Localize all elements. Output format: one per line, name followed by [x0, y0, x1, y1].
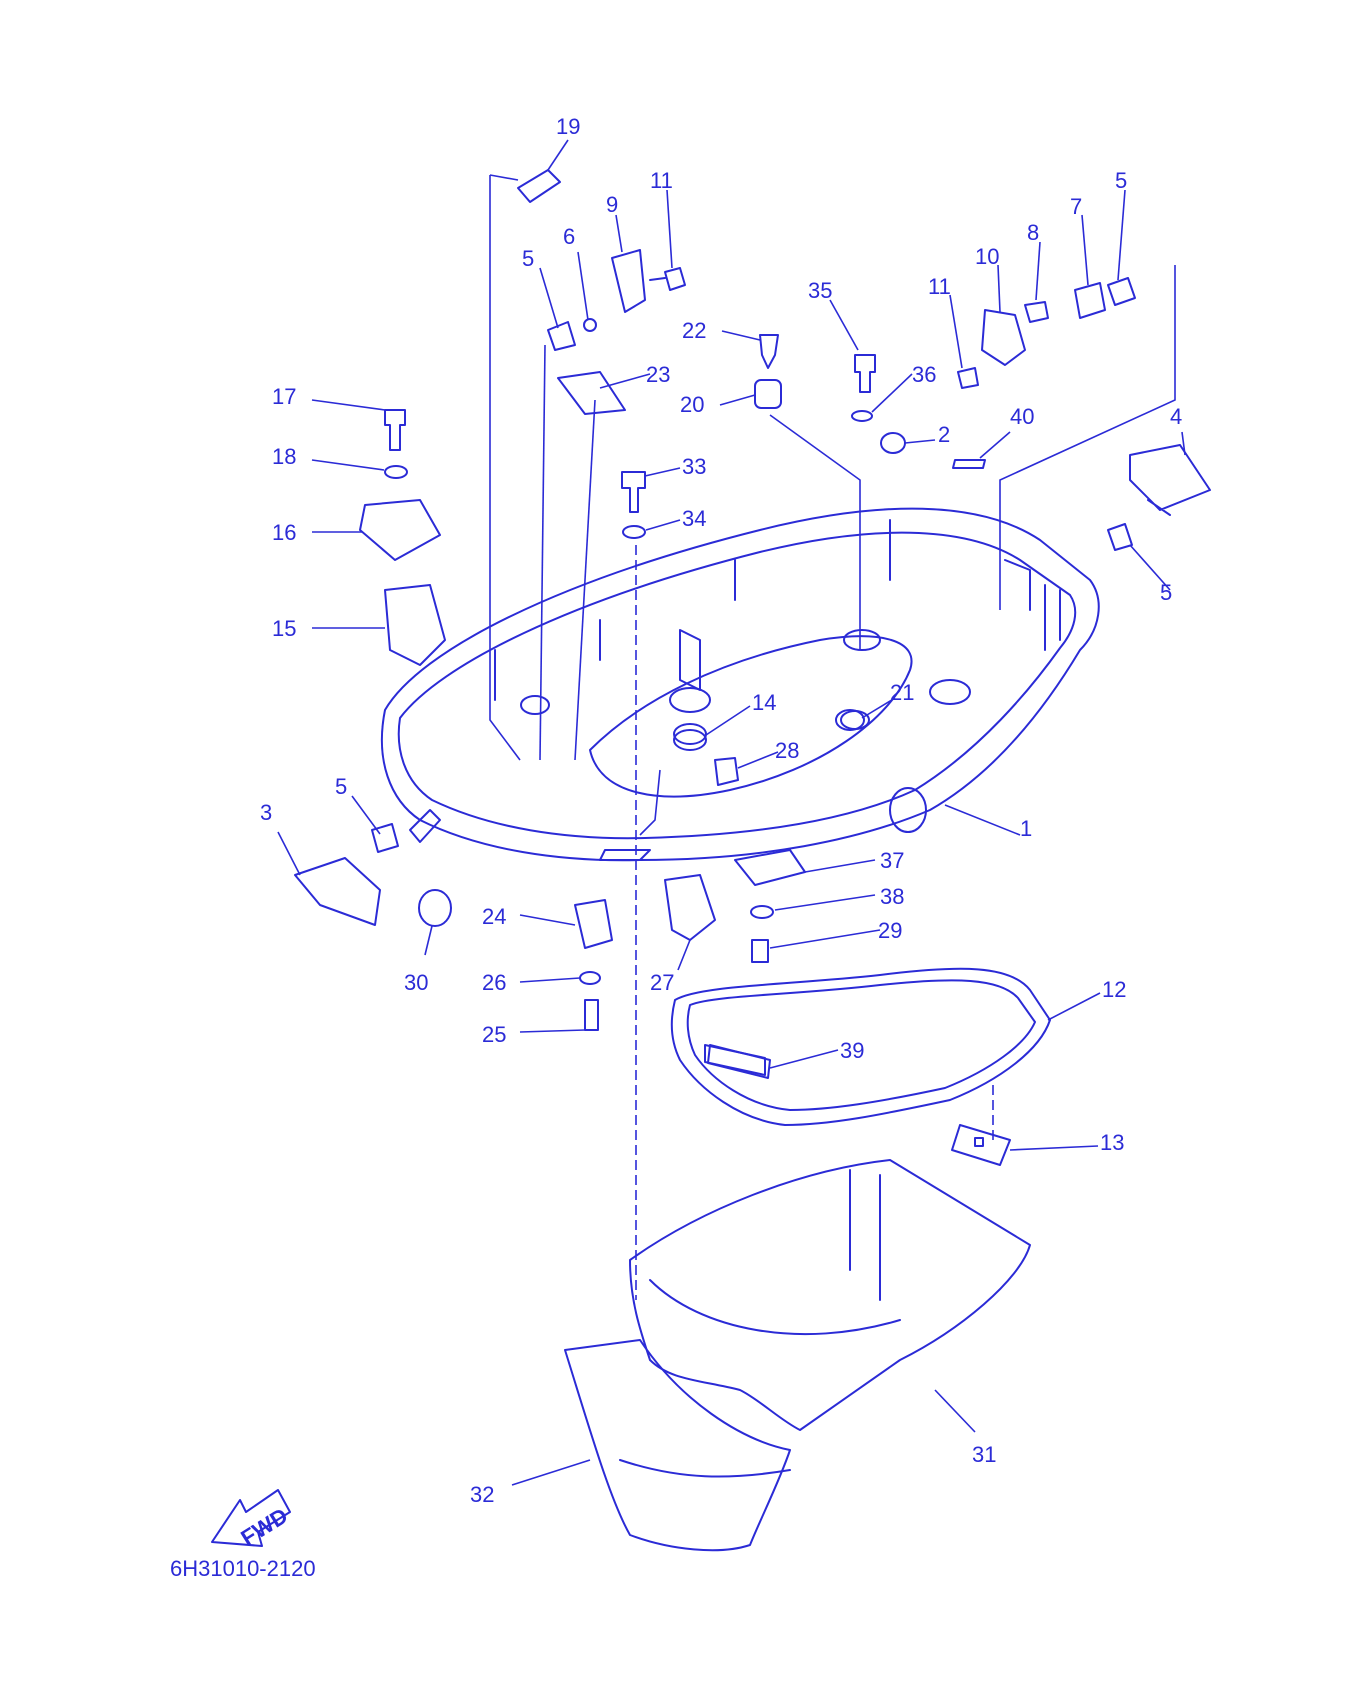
side-apron-32 — [564, 1339, 791, 1552]
callout-24: 24 — [482, 904, 506, 929]
callout-22: 22 — [682, 318, 706, 343]
callout-11a: 11 — [650, 168, 673, 193]
callout-13: 13 — [1100, 1130, 1124, 1155]
callout-19: 19 — [556, 114, 580, 139]
callout-5a: 5 — [1115, 168, 1127, 193]
callout-3: 3 — [260, 800, 272, 825]
callout-10: 10 — [975, 244, 999, 269]
callout-29: 29 — [878, 918, 902, 943]
callout-28: 28 — [775, 738, 799, 763]
bottom-cowling — [381, 507, 1100, 862]
callout-37: 37 — [880, 848, 904, 873]
callout-9: 9 — [606, 192, 618, 217]
clip-part-13 — [951, 1124, 1011, 1166]
callout-5b: 5 — [1160, 580, 1172, 605]
callout-38: 38 — [880, 884, 904, 909]
callout-5d: 5 — [335, 774, 347, 799]
callout-36: 36 — [912, 362, 936, 387]
callout-5c: 5 — [522, 246, 534, 271]
callout-7: 7 — [1070, 194, 1082, 219]
callout-16: 16 — [272, 520, 296, 545]
callout-21: 21 — [890, 680, 914, 705]
guide-lines — [489, 174, 1176, 1300]
small-parts — [294, 169, 1211, 1079]
lower-apron-31 — [629, 1159, 1031, 1431]
callout-30: 30 — [404, 970, 428, 995]
callout-40: 40 — [1010, 404, 1034, 429]
callout-14: 14 — [752, 690, 776, 715]
callout-12: 12 — [1102, 977, 1126, 1002]
callout-labels: 1 2 3 4 5 5 5 5 6 7 8 9 10 11 11 12 13 1… — [260, 114, 1182, 1507]
callout-15: 15 — [272, 616, 296, 641]
callout-17: 17 — [272, 384, 296, 409]
callout-23: 23 — [646, 362, 670, 387]
callout-33: 33 — [682, 454, 706, 479]
callout-32: 32 — [470, 1482, 494, 1507]
callout-6: 6 — [563, 224, 575, 249]
callout-25: 25 — [482, 1022, 506, 1047]
callout-leaders — [277, 139, 1186, 1486]
diagram-reference-code: 6H31010-2120 — [170, 1556, 316, 1581]
callout-20: 20 — [680, 392, 704, 417]
callout-4: 4 — [1170, 404, 1182, 429]
callout-31: 31 — [972, 1442, 996, 1467]
callout-18: 18 — [272, 444, 296, 469]
callout-11b: 11 — [928, 274, 951, 299]
callout-8: 8 — [1027, 220, 1039, 245]
callout-27: 27 — [650, 970, 674, 995]
callout-26: 26 — [482, 970, 506, 995]
callout-39: 39 — [840, 1038, 864, 1063]
fwd-arrow: FWD — [211, 1489, 292, 1551]
callout-34: 34 — [682, 506, 706, 531]
callout-1: 1 — [1020, 816, 1032, 841]
callout-2: 2 — [938, 422, 950, 447]
callout-35: 35 — [808, 278, 832, 303]
